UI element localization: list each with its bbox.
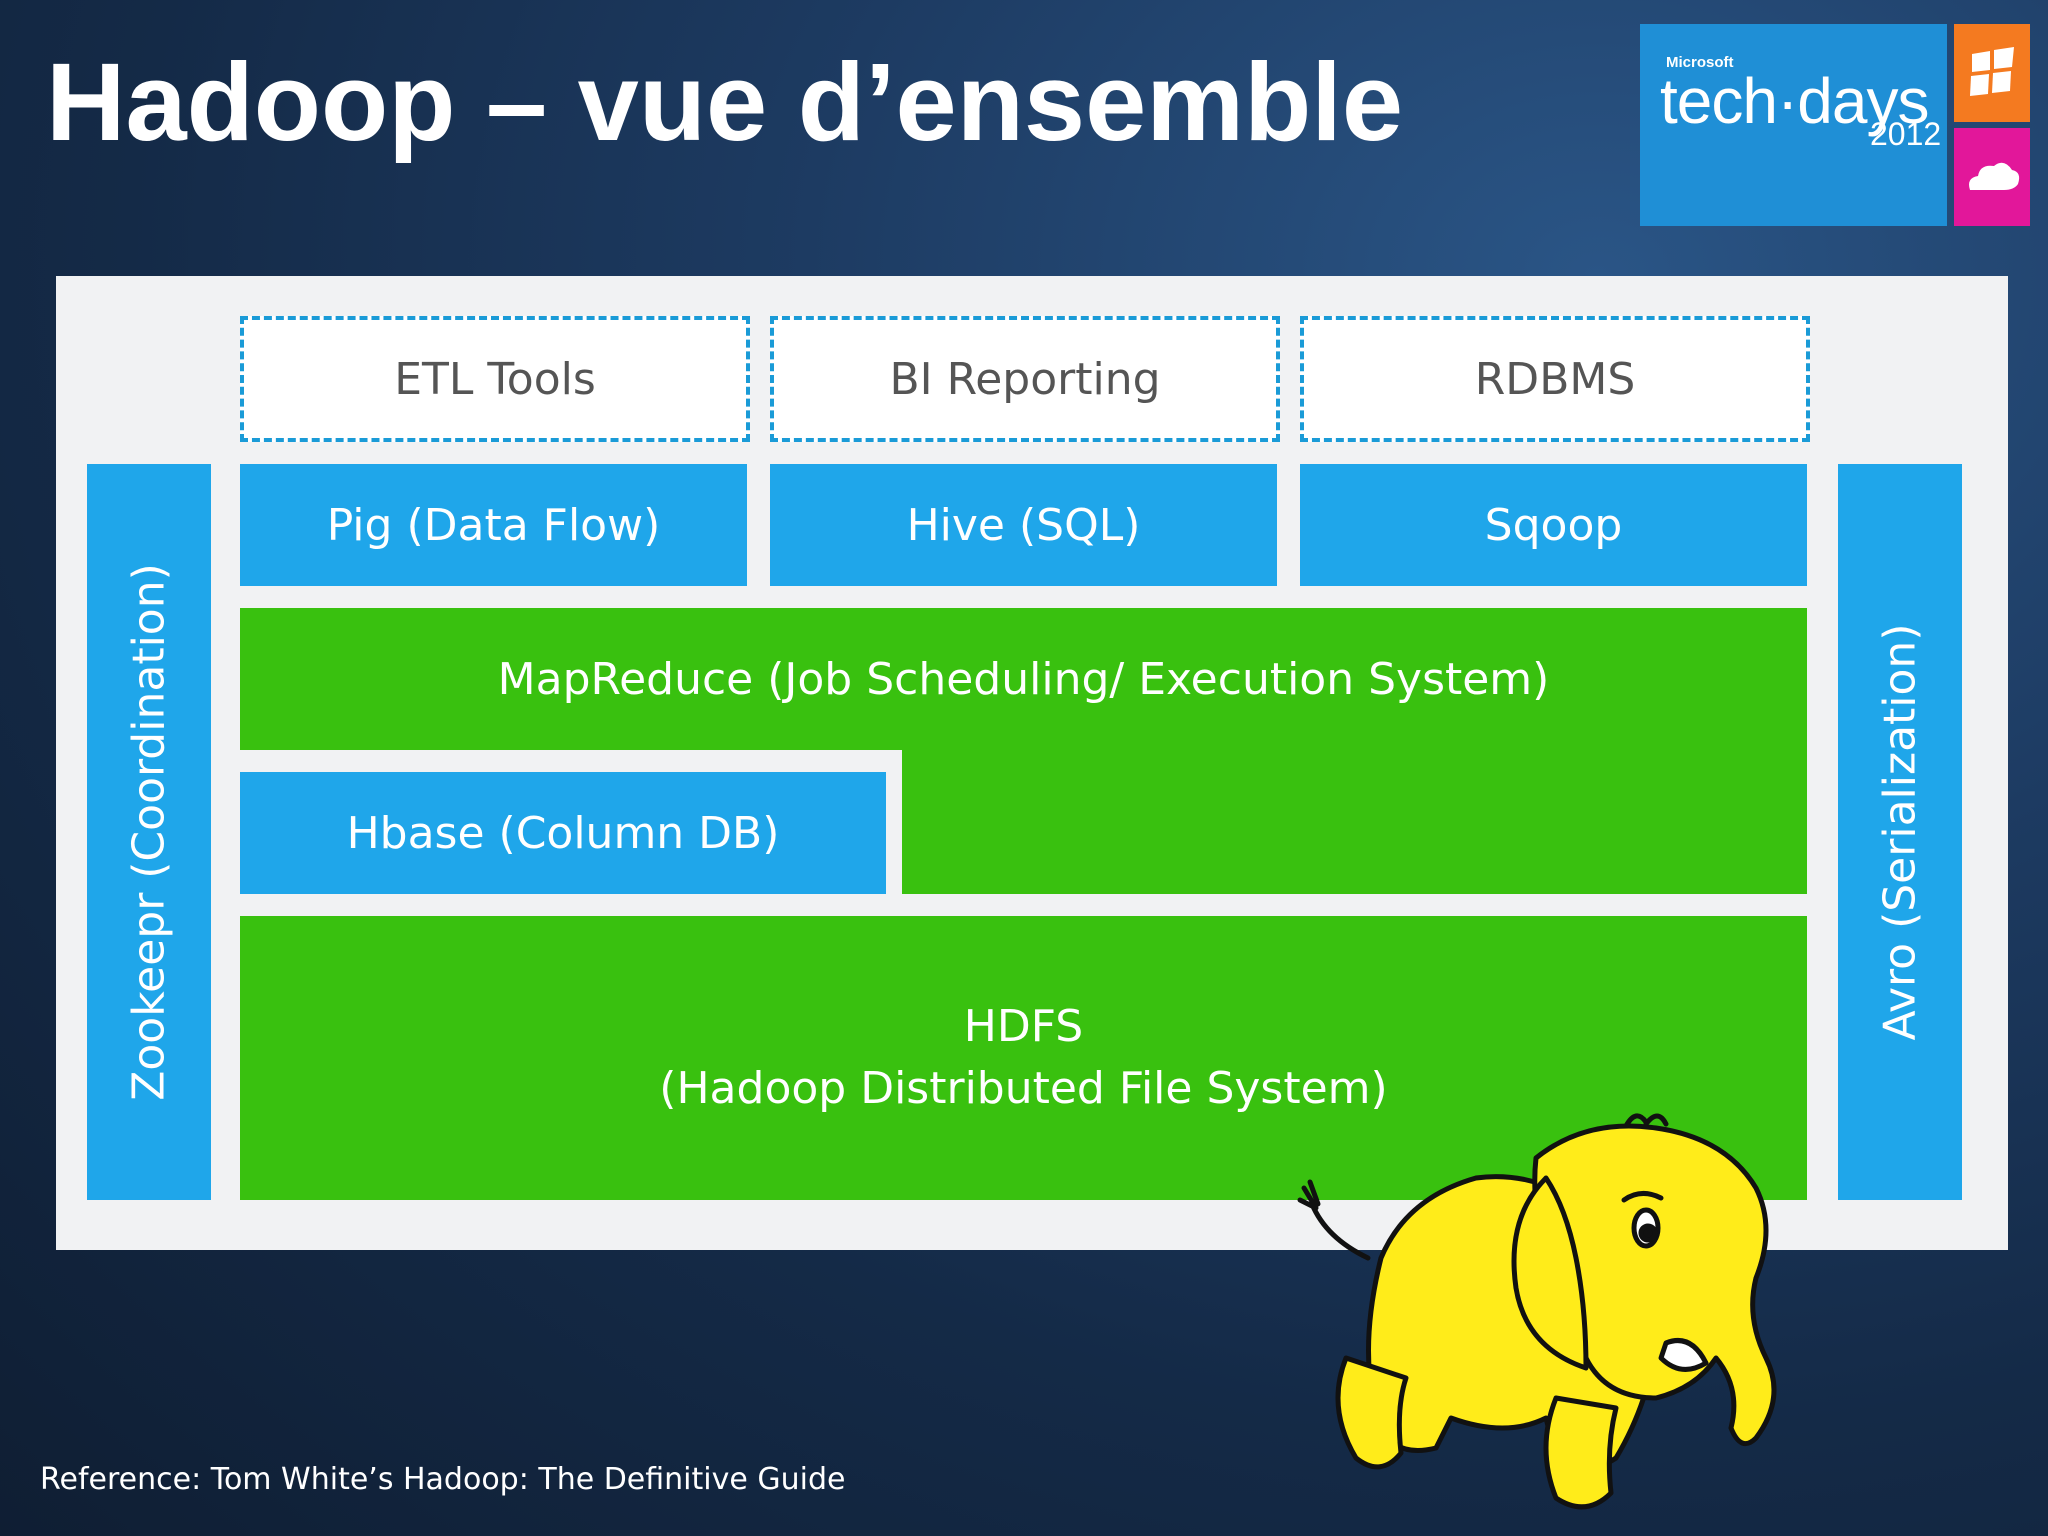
- logo-techdays-text: tech·days: [1660, 65, 1929, 137]
- techdays-logo-tile: Microsoft tech·days 2012: [1640, 24, 1947, 226]
- hive-box: Hive (SQL): [770, 464, 1277, 586]
- reference-footnote: Reference: Tom White’s Hadoop: The Defin…: [40, 1462, 846, 1497]
- avro-label: Avro (Serialization): [1874, 623, 1926, 1041]
- hadoop-elephant-icon: [1297, 1113, 1777, 1510]
- mapreduce-box: MapReduce (Job Scheduling/ Execution Sys…: [240, 608, 1807, 750]
- bi-reporting-box: BI Reporting: [770, 316, 1280, 442]
- pig-box: Pig (Data Flow): [240, 464, 747, 586]
- hdfs-box: HDFS (Hadoop Distributed File System): [240, 916, 1807, 1200]
- avro-bar: Avro (Serialization): [1838, 464, 1962, 1200]
- mapreduce-gap-vertical: [886, 750, 902, 894]
- zookeeper-label: Zookeepr (Coordination): [123, 563, 175, 1101]
- cloud-icon: [1954, 128, 2030, 226]
- hadoop-architecture-diagram: ETL Tools BI Reporting RDBMS Zookeepr (C…: [56, 276, 2008, 1250]
- hdfs-subtitle: (Hadoop Distributed File System): [659, 1063, 1388, 1114]
- mapreduce-box-extension: [902, 750, 1807, 894]
- windows-flag-icon: [1954, 24, 2030, 122]
- etl-tools-box: ETL Tools: [240, 316, 750, 442]
- sqoop-box: Sqoop: [1300, 464, 1807, 586]
- hdfs-title: HDFS: [963, 1001, 1084, 1053]
- hbase-box: Hbase (Column DB): [240, 772, 886, 894]
- slide-title: Hadoop – vue d’ensemble: [46, 41, 1404, 164]
- logo-microsoft-text: Microsoft: [1666, 54, 1734, 71]
- logo-year-text: 2012: [1870, 116, 1942, 152]
- zookeeper-bar: Zookeepr (Coordination): [87, 464, 211, 1200]
- techdays-logo: Microsoft tech·days 2012: [1640, 24, 2030, 226]
- rdbms-box: RDBMS: [1300, 316, 1810, 442]
- mapreduce-gap: [240, 750, 902, 764]
